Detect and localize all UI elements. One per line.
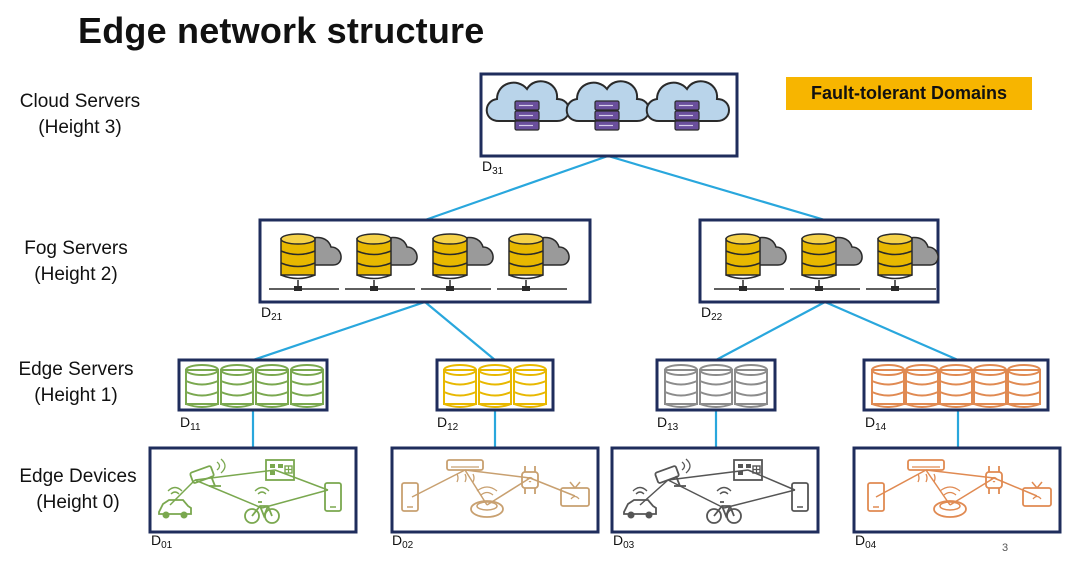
domain-label-d21: D21: [261, 304, 282, 323]
domain-label-d04: D04: [855, 532, 876, 551]
domain-base: D: [701, 304, 712, 320]
domain-base: D: [151, 532, 162, 548]
level-label-cloud: Cloud Servers (Height 3): [10, 89, 150, 141]
domain-sub: 01: [161, 540, 173, 551]
domain-label-d31: D31: [482, 158, 503, 177]
domain-label-d03: D03: [613, 532, 634, 551]
domain-label-d02: D02: [392, 532, 413, 551]
domain-label-d14: D14: [865, 414, 886, 433]
level-label-edge-servers: Edge Servers (Height 1): [6, 357, 146, 409]
domain-label-d12: D12: [437, 414, 458, 433]
domain-label-d22: D22: [701, 304, 722, 323]
domain-label-d11: D11: [180, 414, 201, 433]
domain-base: D: [180, 414, 191, 430]
domain-box-d01: [148, 446, 358, 534]
level-height: (Height 0): [36, 492, 120, 513]
domain-base: D: [437, 414, 448, 430]
domain-label-d01: D01: [151, 532, 172, 551]
domain-box-d12: [435, 358, 555, 412]
level-label-fog: Fog Servers (Height 2): [6, 236, 146, 288]
link-d21-d12: [424, 301, 496, 361]
domain-base: D: [855, 532, 866, 548]
domain-sub: 03: [623, 540, 635, 551]
domain-sub: 11: [190, 422, 201, 433]
domain-sub: 14: [875, 422, 887, 433]
level-height: (Height 1): [34, 385, 118, 406]
fault-tolerant-domains-badge: Fault-tolerant Domains: [786, 77, 1032, 110]
link-d22-d14: [824, 300, 959, 362]
domain-sub: 02: [402, 540, 414, 551]
page-number: 3: [1002, 542, 1009, 554]
domain-base: D: [261, 304, 272, 320]
link-d31-d22: [607, 154, 826, 222]
domain-box-d21: [258, 218, 592, 304]
domain-box-d13: [655, 358, 777, 412]
domain-box-d31: [479, 72, 739, 158]
level-name: Edge Servers: [18, 359, 134, 380]
level-height: (Height 3): [38, 117, 122, 138]
domain-box-d11: [177, 358, 329, 412]
domain-base: D: [657, 414, 668, 430]
domain-box-d02: [390, 446, 600, 534]
page-title: Edge network structure: [78, 10, 485, 51]
level-label-edge-devices: Edge Devices (Height 0): [8, 464, 148, 516]
domain-box-d22: [698, 218, 940, 304]
domain-sub: 12: [447, 422, 459, 433]
domain-sub: 22: [711, 312, 723, 323]
domain-base: D: [613, 532, 624, 548]
domain-label-d13: D13: [657, 414, 678, 433]
domain-base: D: [482, 158, 493, 174]
domain-sub: 04: [865, 540, 877, 551]
domain-box-d03: [610, 446, 820, 534]
domain-box-d14: [862, 358, 1050, 412]
link-d21-d11: [252, 300, 426, 362]
connection-lines: [251, 154, 960, 448]
level-height: (Height 2): [34, 264, 118, 285]
domain-base: D: [392, 532, 403, 548]
link-d31-d21: [424, 154, 609, 222]
level-name: Edge Devices: [19, 466, 137, 487]
domain-sub: 21: [271, 312, 283, 323]
domain-base: D: [865, 414, 876, 430]
domain-sub: 13: [667, 422, 679, 433]
level-name: Cloud Servers: [19, 91, 141, 112]
domain-box-d04: [852, 446, 1062, 534]
domain-sub: 31: [492, 166, 504, 177]
link-d22-d13: [715, 301, 826, 361]
level-name: Fog Servers: [24, 238, 128, 259]
